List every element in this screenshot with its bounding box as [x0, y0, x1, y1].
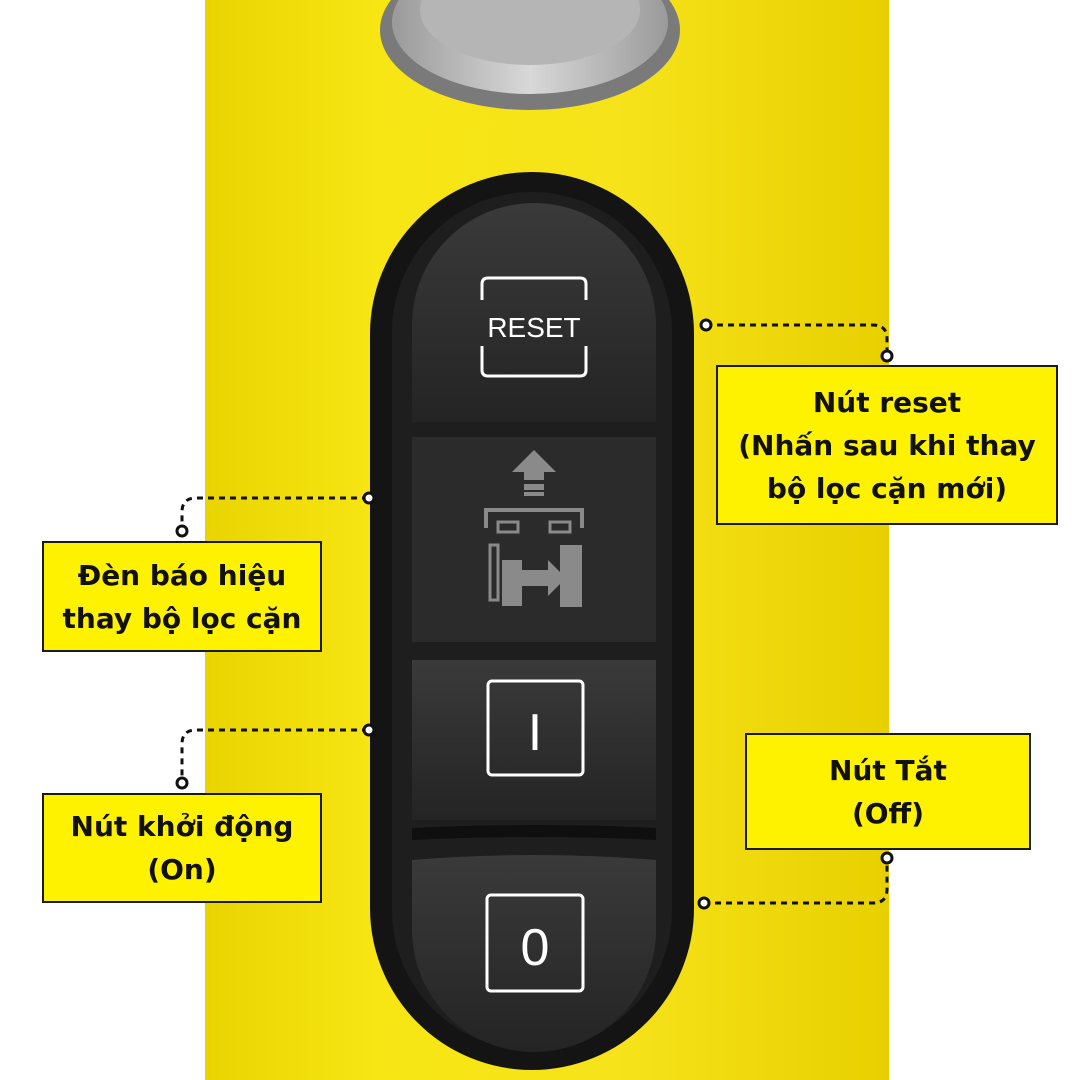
off-button-label: 0	[521, 919, 550, 977]
filter-label-line2: thay bộ lọc cặn	[62, 601, 302, 635]
leader-off	[704, 858, 889, 905]
on-label-line2: (On)	[147, 853, 217, 886]
reset-label-line3: bộ lọc cặn mới)	[766, 471, 1008, 505]
filter-change-icon	[484, 450, 584, 607]
power-on-icon	[486, 679, 585, 777]
off-label-line1: Nút Tắt	[829, 753, 947, 787]
off-label-box: Nút Tắt (Off)	[745, 733, 1031, 850]
on-button-label: I	[528, 704, 542, 762]
on-label-box: Nút khởi động (On)	[42, 793, 322, 903]
filter-label-line1: Đèn báo hiệu	[77, 558, 287, 592]
filter-indicator-light	[412, 437, 656, 642]
reset-button-label: RESET	[487, 312, 580, 343]
power-off-icon	[485, 893, 585, 993]
reset-button[interactable]: RESET	[412, 203, 656, 422]
on-button[interactable]: I	[412, 660, 656, 820]
reset-icon	[480, 276, 588, 378]
filter-indicator-label-box: Đèn báo hiệu thay bộ lọc cặn	[42, 541, 322, 652]
leader-lines	[180, 323, 889, 905]
reset-label-line2: (Nhấn sau khi thay	[738, 428, 1036, 462]
top-knob	[380, 0, 680, 110]
reset-label-box: Nút reset (Nhấn sau khi thay bộ lọc cặn …	[716, 365, 1058, 525]
off-button[interactable]: 0	[412, 855, 656, 1052]
leader-reset	[706, 323, 889, 355]
leader-dots	[175, 318, 894, 910]
on-label-line1: Nút khởi động	[70, 810, 294, 843]
reset-label-line1: Nút reset	[812, 385, 962, 419]
off-label-line2: (Off)	[851, 796, 925, 830]
